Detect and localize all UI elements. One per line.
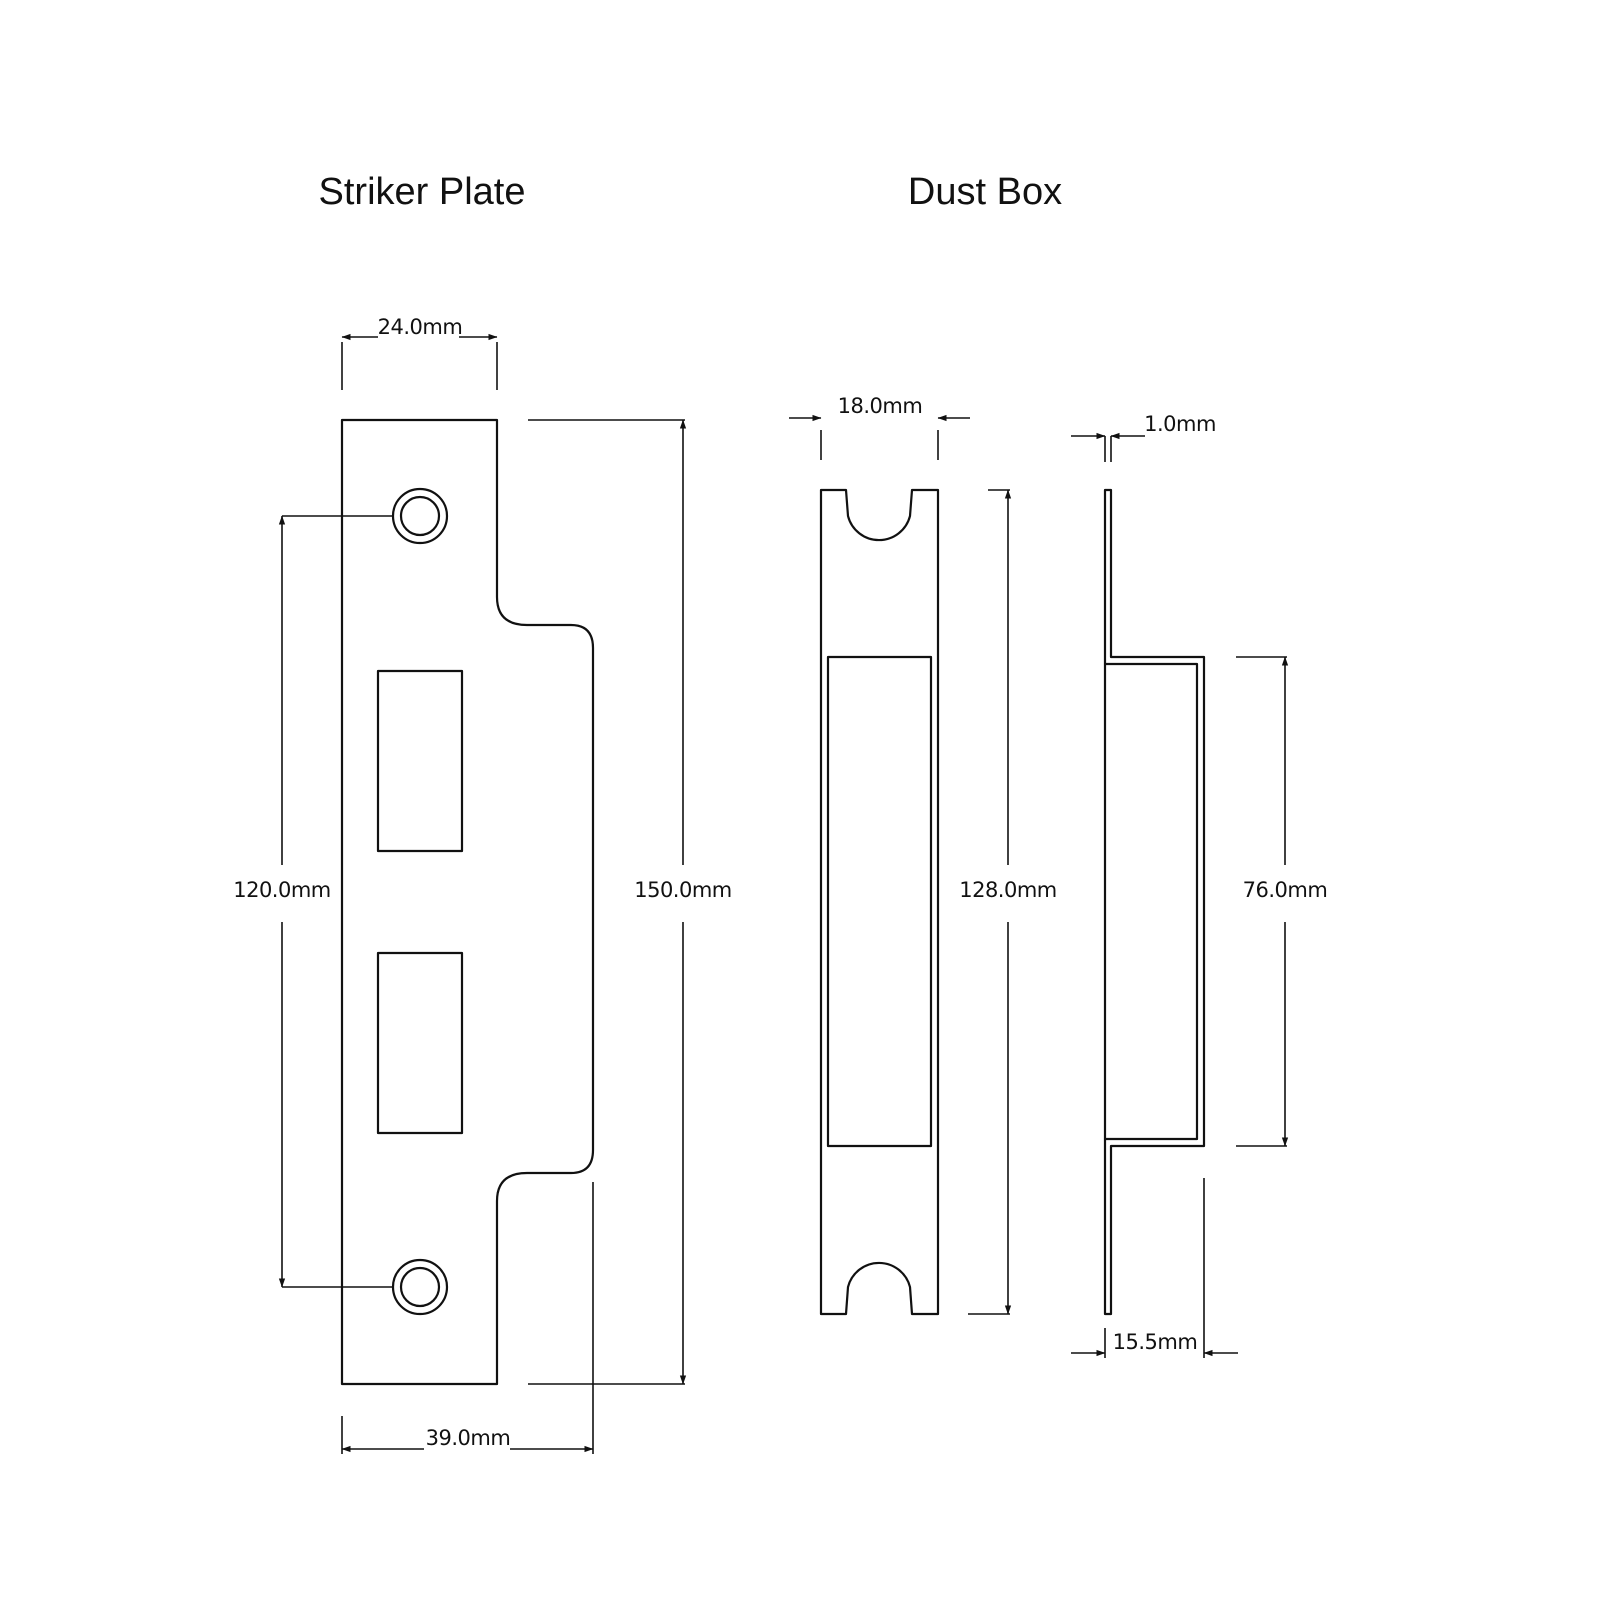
dust-box-front bbox=[819, 488, 940, 1316]
dim-label-76mm: 76.0mm bbox=[1243, 878, 1328, 902]
dim-label-15-5mm: 15.5mm bbox=[1113, 1330, 1198, 1354]
lower-latch-aperture bbox=[376, 951, 464, 1135]
dim-label-24mm: 24.0mm bbox=[378, 315, 463, 339]
dust-box-side-inner bbox=[1103, 662, 1199, 1141]
dimension-39mm: 39.0mm bbox=[341, 1182, 594, 1454]
bottom-screw-hole bbox=[391, 1258, 449, 1316]
top-screw-hole bbox=[391, 487, 449, 545]
dust-box-front-recess bbox=[826, 655, 933, 1148]
dim-label-128mm: 128.0mm bbox=[959, 878, 1057, 902]
dimension-120mm: 120.0mm bbox=[233, 515, 392, 1288]
striker-plate bbox=[340, 418, 595, 1386]
striker-plate-title: Striker Plate bbox=[319, 171, 526, 213]
dim-label-39mm: 39.0mm bbox=[426, 1426, 511, 1450]
dim-label-1mm: 1.0mm bbox=[1144, 412, 1216, 436]
dust-box-side bbox=[1103, 488, 1206, 1316]
striker-plate-outline bbox=[340, 418, 595, 1386]
dimension-1mm: 1.0mm bbox=[1071, 412, 1216, 462]
dim-label-150mm: 150.0mm bbox=[634, 878, 732, 902]
dust-box-title: Dust Box bbox=[908, 171, 1062, 213]
dimension-128mm: 128.0mm bbox=[959, 489, 1057, 1315]
dimension-18mm: 18.0mm bbox=[789, 394, 970, 460]
dust-box-side-outer bbox=[1103, 488, 1206, 1316]
dust-box-front-outline bbox=[819, 488, 940, 1316]
dim-label-120mm: 120.0mm bbox=[233, 878, 331, 902]
dimension-24mm: 24.0mm bbox=[341, 315, 498, 390]
dimension-15-5mm: 15.5mm bbox=[1071, 1178, 1238, 1358]
dimension-150mm: 150.0mm bbox=[528, 419, 732, 1385]
dimension-76mm: 76.0mm bbox=[1236, 656, 1328, 1147]
upper-latch-aperture bbox=[376, 669, 464, 853]
dim-label-18mm: 18.0mm bbox=[838, 394, 923, 418]
